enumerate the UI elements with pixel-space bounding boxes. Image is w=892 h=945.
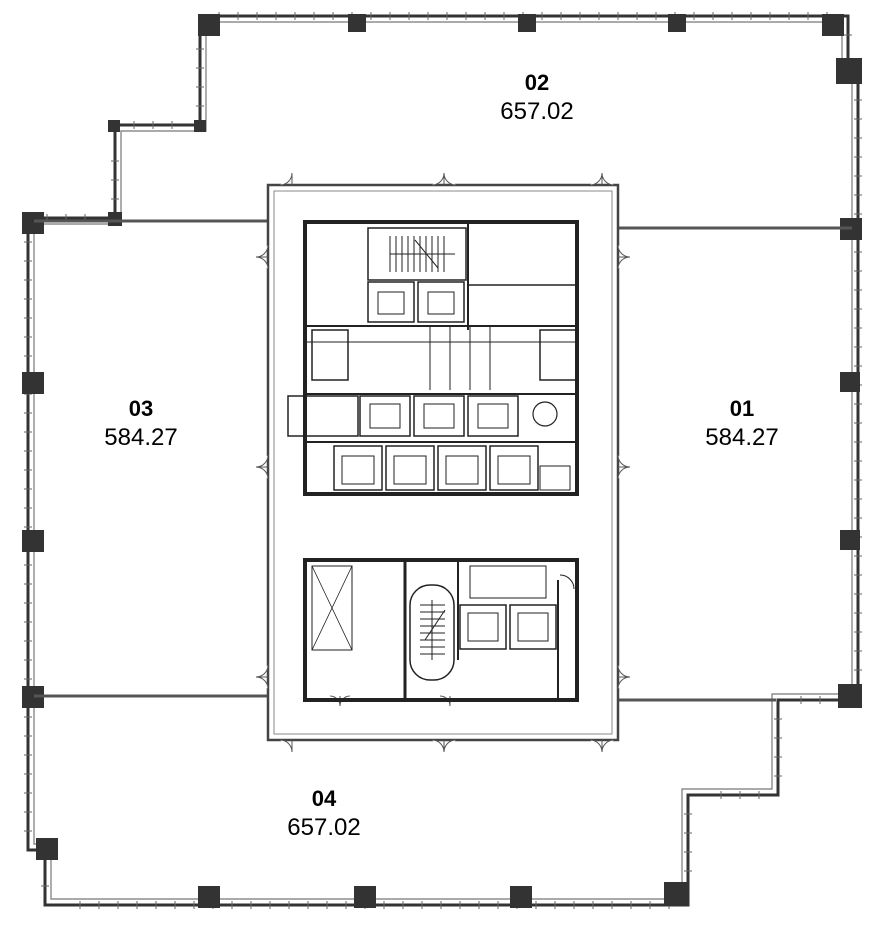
demising-walls xyxy=(34,219,852,702)
unit-01-id: 01 xyxy=(729,396,755,421)
unit-02-id: 02 xyxy=(524,70,550,95)
window-mullions xyxy=(24,12,862,909)
unit-01-label: 01 584.27 xyxy=(662,396,822,454)
unit-03-area: 584.27 xyxy=(104,424,178,451)
unit-02-area: 657.02 xyxy=(500,98,574,125)
unit-04-label: 04 657.02 xyxy=(244,786,404,844)
core-corridor-inner xyxy=(273,190,613,735)
unit-03-id: 03 xyxy=(128,396,154,421)
core-corridor xyxy=(266,183,620,742)
unit-03-label: 03 584.27 xyxy=(61,396,221,454)
unit-01-area: 584.27 xyxy=(705,424,779,451)
unit-02-label: 02 657.02 xyxy=(457,70,617,128)
upper-service-core xyxy=(287,220,579,496)
corridor-doors xyxy=(255,172,631,753)
unit-04-id: 04 xyxy=(311,786,337,811)
lower-service-core xyxy=(303,558,579,702)
structural-columns xyxy=(22,14,862,908)
unit-04-area: 657.02 xyxy=(287,814,361,841)
